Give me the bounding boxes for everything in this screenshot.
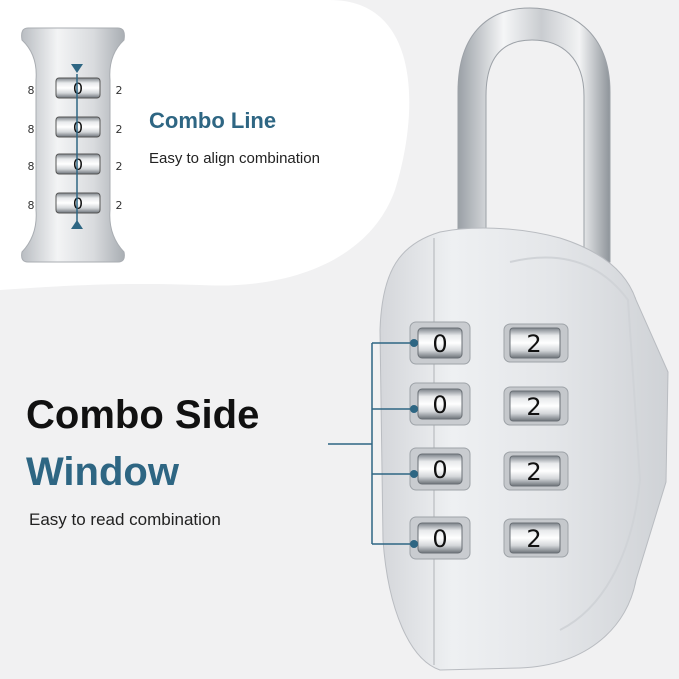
svg-text:2: 2: [526, 330, 541, 358]
cylinder-dial-row: 0 8 2: [28, 116, 123, 138]
svg-text:0: 0: [73, 118, 83, 137]
svg-text:8: 8: [28, 199, 35, 212]
svg-text:0: 0: [432, 391, 447, 419]
svg-text:2: 2: [116, 160, 123, 173]
combo-line-diagram: 0 8 2 0 8 2 0 8 2 0 8 2: [21, 27, 125, 263]
svg-text:8: 8: [28, 160, 35, 173]
callout-dot: [410, 470, 418, 478]
side-dial: 2: [503, 386, 569, 426]
callout-dot: [410, 540, 418, 548]
side-window-title-line1: Combo Side: [26, 393, 260, 437]
side-window-subtitle: Easy to read combination: [29, 510, 221, 529]
svg-text:0: 0: [432, 525, 447, 553]
side-window-title-line2: Window: [26, 450, 179, 494]
svg-text:2: 2: [116, 123, 123, 136]
side-dial: 2: [503, 518, 569, 558]
callout-dot: [410, 339, 418, 347]
front-dial: 0: [409, 447, 471, 491]
side-dial: 2: [503, 323, 569, 363]
callout-bracket: [328, 342, 412, 545]
svg-text:0: 0: [73, 79, 83, 98]
svg-text:2: 2: [526, 458, 541, 486]
svg-text:2: 2: [116, 84, 123, 97]
svg-text:0: 0: [432, 456, 447, 484]
callout-dot: [410, 405, 418, 413]
combo-line-subtitle: Easy to align combination: [149, 150, 320, 167]
combo-line-title: Combo Line: [149, 108, 277, 133]
cylinder-dial-row: 0 8 2: [28, 77, 123, 99]
front-dial: 0: [409, 516, 471, 560]
svg-text:8: 8: [28, 123, 35, 136]
front-dial: 0: [409, 321, 471, 365]
svg-text:0: 0: [432, 330, 447, 358]
svg-text:2: 2: [526, 525, 541, 553]
side-dial: 2: [503, 451, 569, 491]
padlock-shackle: [457, 7, 611, 263]
cylinder-dial-row: 0 8 2: [28, 192, 123, 214]
svg-text:0: 0: [73, 194, 83, 213]
svg-text:8: 8: [28, 84, 35, 97]
front-dial: 0: [409, 382, 471, 426]
arrow-up-icon: [71, 220, 83, 229]
svg-text:2: 2: [116, 199, 123, 212]
svg-text:2: 2: [526, 393, 541, 421]
arrow-down-icon: [71, 64, 83, 73]
cylinder-dial-row: 0 8 2: [28, 153, 123, 175]
svg-text:0: 0: [73, 155, 83, 174]
